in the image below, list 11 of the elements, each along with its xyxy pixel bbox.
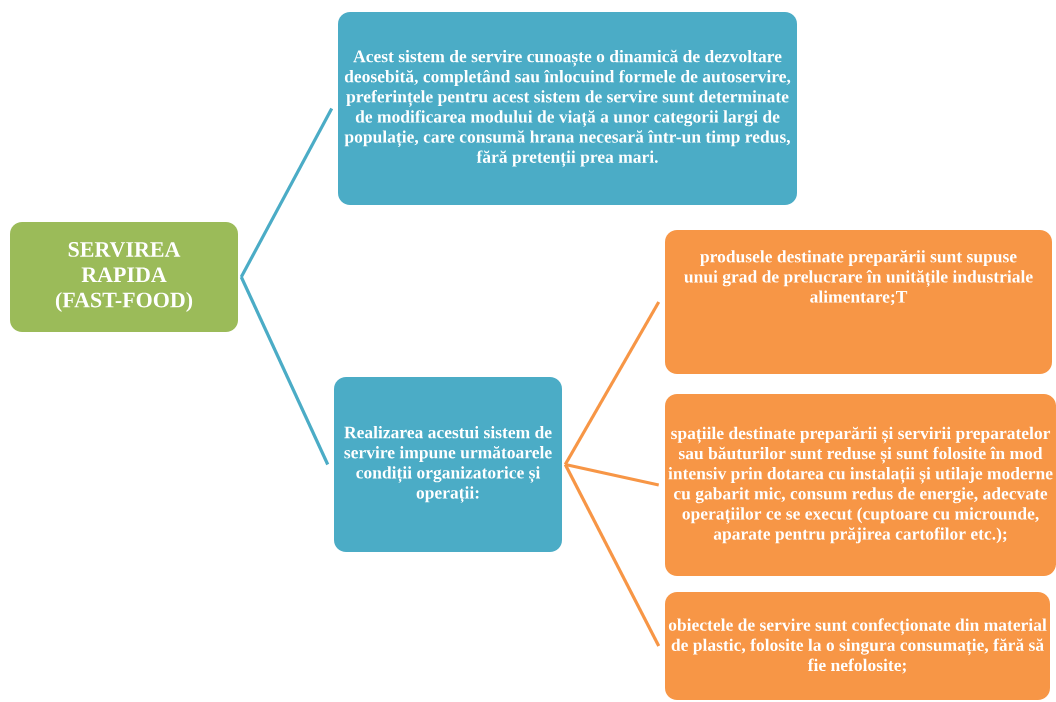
text-box: obiectele de servire sunt confecționate din material de plastic, folosite la o singura consumație, fără să fie nefolosite; bbox=[665, 592, 1050, 700]
connector-line bbox=[563, 463, 661, 647]
connector-line bbox=[239, 276, 330, 466]
text-box: produsele destinate preparării sunt supuse unui grad de prelucrare în unitățile industriale alimentare;T bbox=[665, 230, 1052, 374]
text-box: SERVIREA RAPIDA (FAST-FOOD) bbox=[10, 222, 238, 332]
connector-line bbox=[239, 107, 334, 278]
text-box: Acest sistem de servire cunoaște o dinamică de dezvoltare deosebită, completând sau înlocuind formele de autoservire, preferințele pentru acest sistem de servire sunt determinate de modificarea modului de viață a unor categorii largi de populație, care consumă hrana necesară într-un timp redus, fără pretenții prea mari. bbox=[338, 12, 797, 205]
connector-line bbox=[563, 301, 661, 466]
text-box: spațiile destinate preparării și servirii preparatelor sau băuturilor sunt reduse și sunt folosite în mod intensiv prin dotarea cu instalații și utilaje moderne cu gabarit mic, consum redus de energie, adecvate operațiilor ce se execut (cuptoare cu microunde, aparate pentru prăjirea cartofilor etc.); bbox=[665, 394, 1056, 576]
connector-line bbox=[564, 462, 660, 487]
text-box: Realizarea acestui sistem de servire impune următoarele condiții organizatorice și operații: bbox=[334, 377, 562, 552]
